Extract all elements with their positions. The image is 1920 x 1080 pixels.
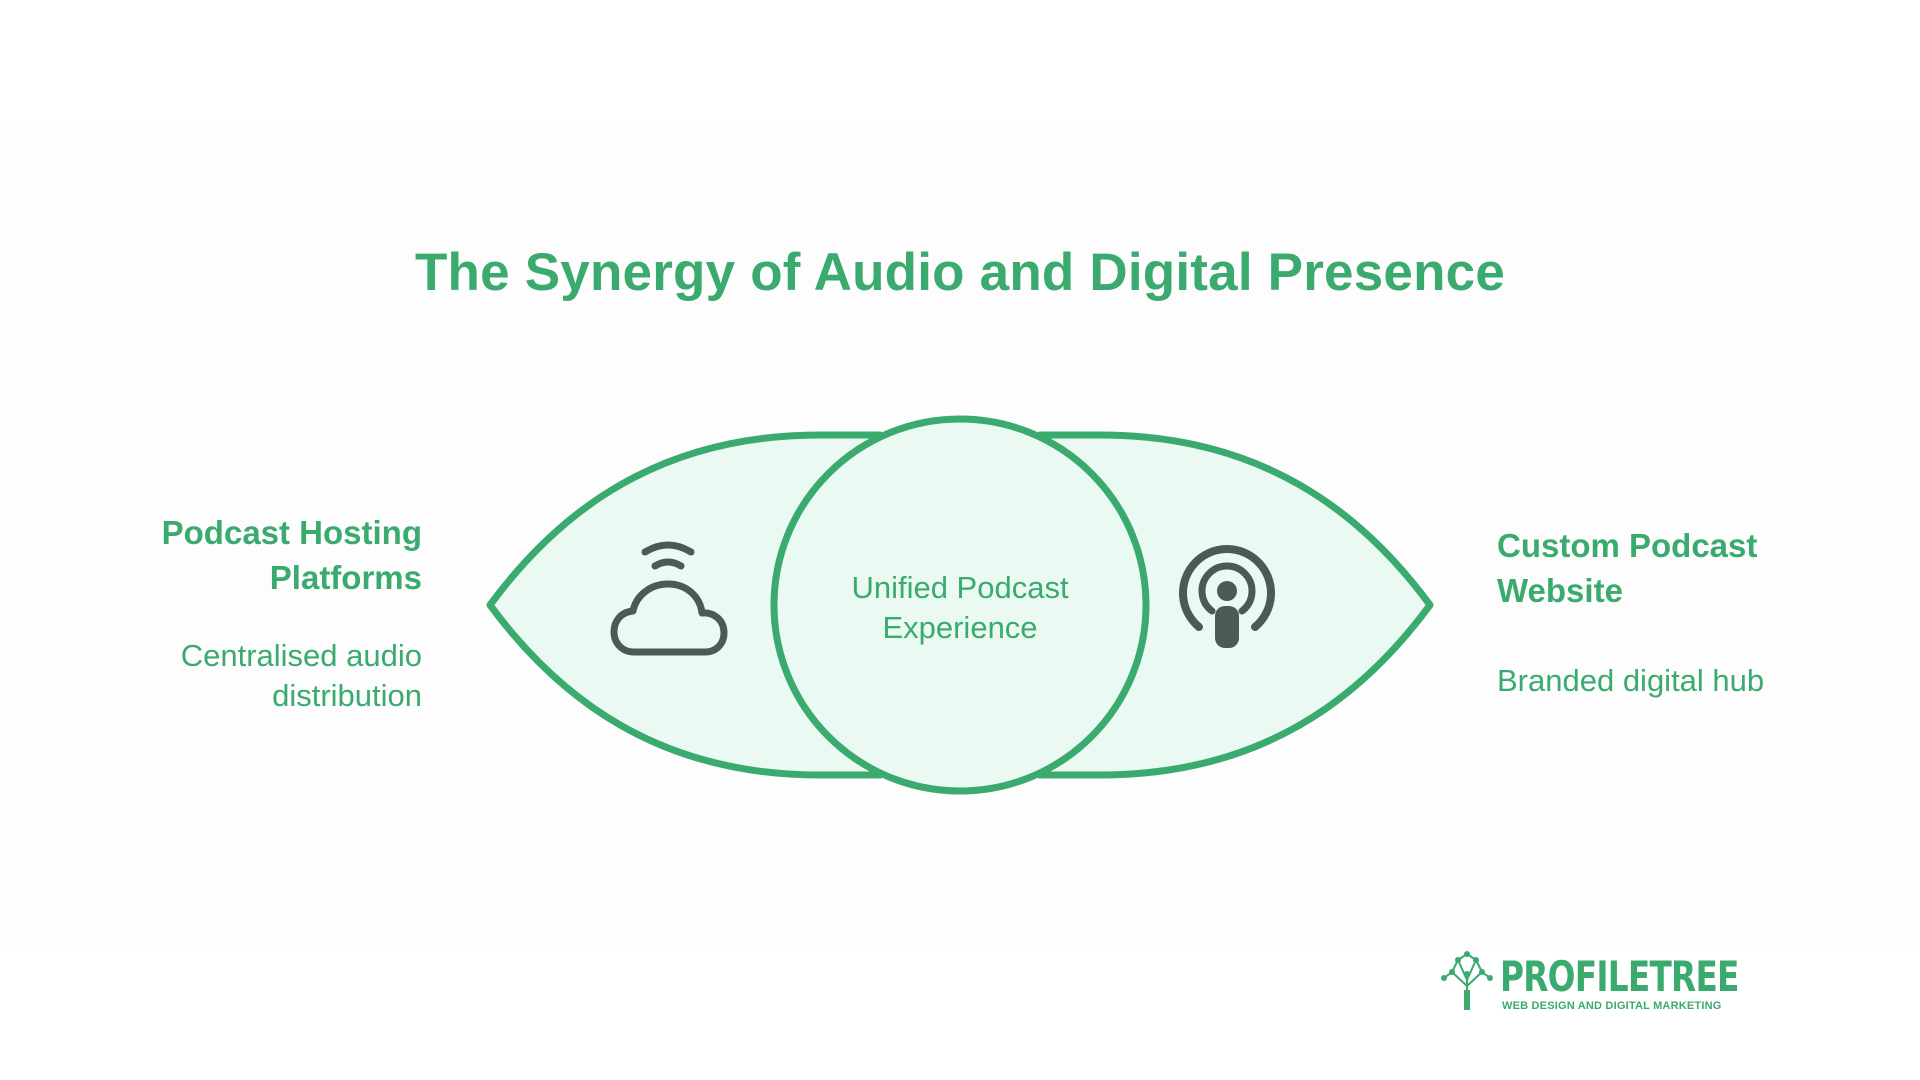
left-description-line2: distribution [272, 678, 422, 713]
tree-logo-icon [1441, 951, 1493, 1010]
right-heading-line2: Website [1497, 572, 1623, 609]
cloud-signal-icon [610, 541, 728, 656]
page-title: The Synergy of Audio and Digital Presenc… [414, 243, 1506, 302]
right-description: Branded digital hub [1497, 661, 1857, 701]
center-label: Unified Podcast Experience [810, 568, 1110, 648]
left-heading-line2: Platforms [269, 559, 422, 596]
right-heading: Custom Podcast Website [1497, 523, 1857, 613]
right-section: Custom Podcast Website Branded digital h… [1497, 523, 1857, 701]
profiletree-logo: PROFILETREE WEB DESIGN AND DIGITAL MARKE… [1438, 950, 1739, 1015]
center-circle [770, 415, 1150, 795]
left-description: Centralised audio distribution [62, 636, 422, 716]
center-label-line1: Unified Podcast [851, 570, 1069, 605]
left-heading: Podcast Hosting Platforms [62, 510, 422, 600]
left-description-line1: Centralised audio [180, 638, 422, 673]
logo-name: PROFILETREE [1500, 952, 1739, 1001]
left-section: Podcast Hosting Platforms Centralised au… [62, 510, 422, 716]
logo-tagline: WEB DESIGN AND DIGITAL MARKETING [1502, 1000, 1722, 1012]
left-heading-line1: Podcast Hosting [161, 514, 422, 551]
right-heading-line1: Custom Podcast [1497, 527, 1758, 564]
podcast-icon [1179, 545, 1275, 648]
center-label-line2: Experience [882, 610, 1038, 645]
right-description-line1: Branded digital hub [1497, 663, 1765, 698]
